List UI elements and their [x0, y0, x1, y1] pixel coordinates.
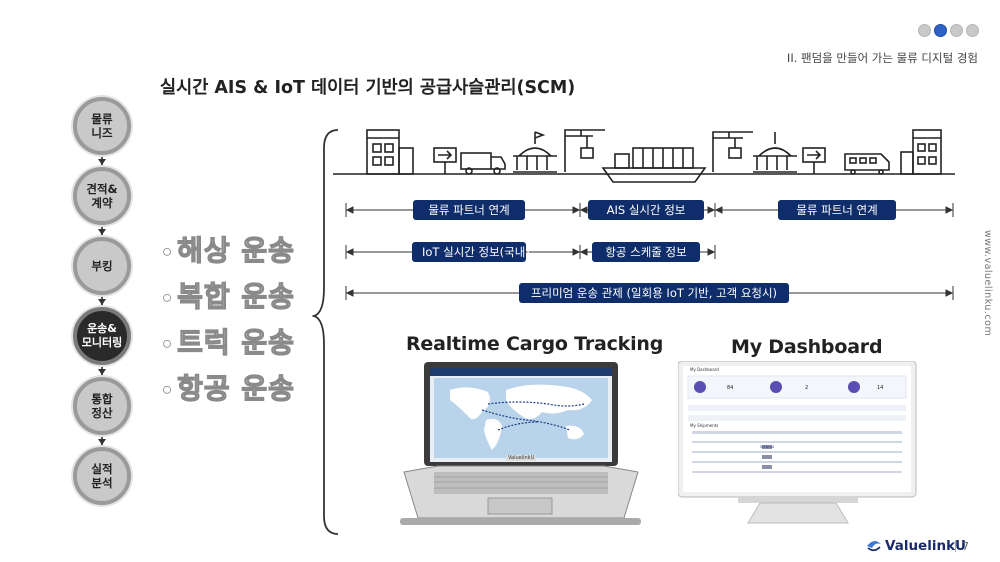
- tag-iot-domestic: IoT 실시간 정보(국내): [412, 242, 530, 262]
- caption-cargo-tracking: Realtime Cargo Tracking: [406, 333, 664, 355]
- process-connector-line: [101, 120, 103, 490]
- dashboard-section-title: My Shipments: [690, 423, 719, 428]
- tag-logistics-partner-2: 물류 파트너 연계: [778, 200, 896, 220]
- down-arrow-icon: [98, 439, 106, 445]
- tag-premium-monitoring: 프리미엄 운송 관제 (일회용 IoT 기반, 고객 요청시): [519, 283, 789, 303]
- transport-mode-item: ◦복합 운송: [160, 279, 295, 313]
- vertical-url: www.valuelinku.com: [982, 230, 993, 337]
- dashboard-stat-2: 2: [805, 385, 809, 391]
- process-step-4-active: 운송& 모니터링: [73, 307, 131, 365]
- indicator-dot-active: [934, 24, 947, 37]
- logo-text: ValuelinkU: [885, 538, 967, 554]
- footer-divider: [955, 540, 956, 552]
- process-step-label: 운송& 모니터링: [81, 322, 123, 349]
- indicator-dot: [918, 24, 931, 37]
- process-step-5: 통합 정산: [73, 377, 131, 435]
- process-step-label: 통합 정산: [91, 392, 113, 420]
- page-number: 7: [962, 540, 969, 553]
- process-step-1: 물류 니즈: [73, 97, 131, 155]
- process-step-2: 견적& 계약: [73, 167, 131, 225]
- indicator-dot: [950, 24, 963, 37]
- process-step-label: 부킹: [91, 259, 113, 273]
- down-arrow-icon: [98, 159, 106, 165]
- transport-mode-item: ◦항공 운송: [160, 371, 295, 405]
- process-step-label: 견적& 계약: [86, 182, 118, 210]
- process-step-label: 물류 니즈: [91, 112, 113, 140]
- process-step-3: 부킹: [73, 237, 131, 295]
- tag-ais-realtime: AIS 실시간 정보: [588, 200, 704, 220]
- transport-mode-list: ◦해상 운송 ◦복합 운송 ◦트럭 운송 ◦항공 운송: [160, 228, 295, 412]
- tag-air-schedule: 항공 스케줄 정보: [592, 242, 700, 262]
- down-arrow-icon: [98, 369, 106, 375]
- section-title: II. 팬덤을 만들어 가는 물류 디지털 경험: [786, 51, 978, 65]
- process-step-label: 실적 분석: [91, 462, 113, 490]
- valuelinku-logo: ValuelinkU: [866, 538, 966, 554]
- page-indicator: [918, 24, 979, 37]
- caption-my-dashboard: My Dashboard: [731, 336, 883, 358]
- dashboard-stat-3: 14: [877, 385, 884, 391]
- logistics-skyline-illustration: [333, 129, 955, 183]
- down-arrow-icon: [98, 299, 106, 305]
- indicator-dot: [966, 24, 979, 37]
- dashboard-brand-cell: WANHAI: [760, 445, 775, 449]
- process-step-6: 실적 분석: [73, 447, 131, 505]
- page-title: 실시간 AIS & IoT 데이터 기반의 공급사슬관리(SCM): [160, 78, 576, 98]
- logo-mark-icon: [867, 540, 881, 552]
- monitor-dashboard-illustration: [678, 361, 917, 524]
- tag-logistics-partner-1: 물류 파트너 연계: [413, 200, 525, 220]
- transport-mode-item: ◦해상 운송: [160, 233, 295, 267]
- curly-brace-icon: [312, 129, 339, 535]
- dashboard-header: My Dashboard: [690, 367, 719, 372]
- down-arrow-icon: [98, 229, 106, 235]
- laptop-brand-label: ValuelinkU: [506, 455, 537, 461]
- transport-mode-item: ◦트럭 운송: [160, 325, 295, 359]
- dashboard-stat-1: 84: [727, 385, 734, 391]
- laptop-tracking-map-illustration: [400, 362, 641, 525]
